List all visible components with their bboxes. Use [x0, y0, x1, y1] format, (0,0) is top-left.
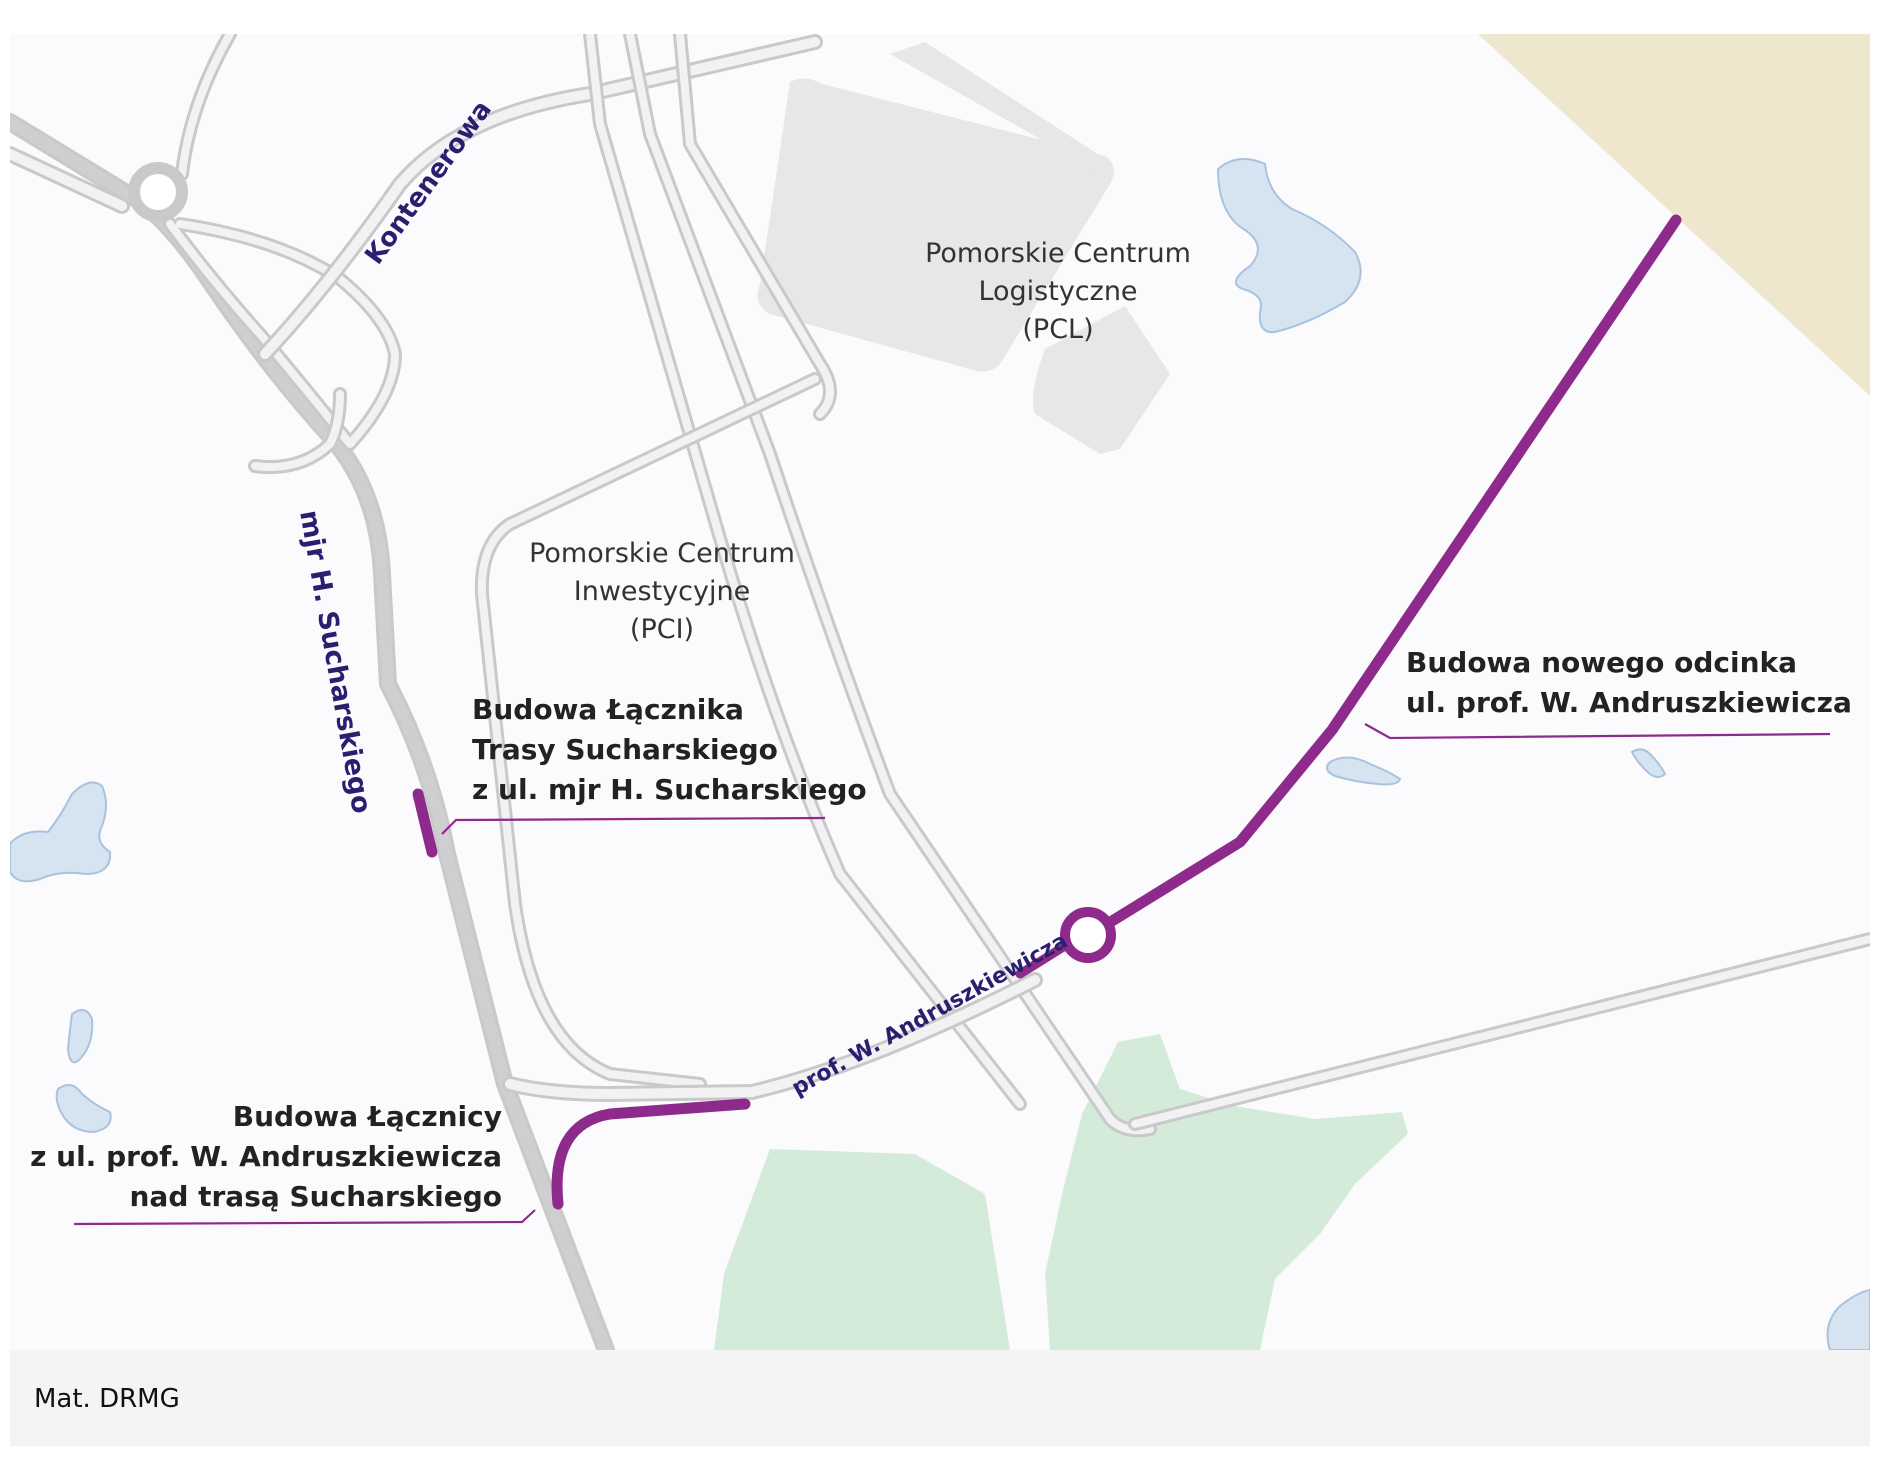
lake-west: [10, 781, 112, 883]
leader-lacznica: [73, 1209, 536, 1226]
road-north-loop: [166, 220, 399, 448]
map-canvas: Pomorskie Centrum Logistyczne (PCL) Pomo…: [10, 34, 1870, 1350]
area-label-pci-line-2: Inwestycyjne: [574, 576, 750, 607]
project-label-lacznica-line-1: Budowa Łącznicy: [233, 1100, 502, 1133]
pcl-building-1: [757, 78, 1114, 372]
project-lacznik-trasy-sucharskiego: [412, 788, 438, 858]
pond-east-2: [1630, 748, 1667, 778]
project-label-lacznik-line-2: Trasy Sucharskiego: [472, 733, 778, 766]
pcl-building-2: [1032, 306, 1170, 454]
project-nowy-odcinek-andruszkiewicza: [1098, 214, 1682, 932]
image-caption: Mat. DRMG: [10, 1350, 1870, 1446]
area-label-pci-line-1: Pomorskie Centrum: [529, 538, 795, 569]
road-andruszkiewicza: [505, 975, 1040, 1099]
road-north-spur: [178, 34, 234, 178]
roundabout-north-west: [128, 162, 188, 222]
road-kontenerowa: [260, 37, 820, 359]
street-label-andruszkiewicza: prof. W. Andruszkiewicza: [788, 929, 1072, 1102]
road-pci: [477, 375, 819, 1088]
project-label-nowy-odcinek-line-1: Budowa nowego odcinka: [1406, 646, 1797, 679]
road-east: [1131, 935, 1870, 1128]
pond-west-1: [66, 1009, 94, 1064]
project-andruszkiewicza-west-stub: [1015, 939, 1073, 979]
project-lacznica-nad-trasa: [551, 1098, 751, 1210]
road-west-branch: [10, 149, 127, 211]
forest-area-east: [1045, 1034, 1408, 1350]
leader-nowy-odcinek: [1364, 723, 1831, 740]
pcl-building-top: [890, 42, 1110, 174]
project-label-lacznik-line-1: Budowa Łącznika: [472, 693, 744, 726]
pond-west-2: [55, 1084, 112, 1134]
road-north-ramp: [251, 390, 344, 472]
area-label-pci-line-3: (PCI): [630, 614, 694, 645]
lake-pcl: [1216, 158, 1362, 334]
project-label-nowy-odcinek-line-2: ul. prof. W. Andruszkiewicza: [1406, 686, 1852, 719]
area-label-pcl-line-3: (PCL): [1022, 314, 1093, 345]
street-label-sucharskiego: mjr H. Sucharskiego: [293, 508, 377, 816]
area-label-pcl-line-1: Pomorskie Centrum: [925, 238, 1191, 269]
caption-text: Mat. DRMG: [34, 1384, 180, 1414]
rail-line-1: [586, 34, 1024, 1108]
rail-line-3: [676, 34, 834, 418]
road-kontenerowa-outline: [257, 34, 823, 362]
street-label-kontenerowa: Kontenerowa: [359, 95, 498, 270]
project-label-lacznica-line-3: nad trasą Sucharskiego: [129, 1180, 502, 1213]
lake-south-east: [1826, 1288, 1870, 1350]
roundabout-andruszkiewicza: [1060, 907, 1116, 963]
project-label-lacznik-line-3: z ul. mjr H. Sucharskiego: [472, 773, 867, 806]
forest-area-west: [714, 1149, 1010, 1350]
map: Pomorskie Centrum Logistyczne (PCL) Pomo…: [10, 34, 1870, 1350]
project-label-lacznica-line-2: z ul. prof. W. Andruszkiewicza: [30, 1140, 502, 1173]
leader-lacznik: [441, 816, 826, 835]
pond-east-1: [1325, 756, 1402, 786]
area-label-pcl-line-2: Logistyczne: [978, 276, 1137, 307]
rail-line-2: [626, 34, 1154, 1135]
